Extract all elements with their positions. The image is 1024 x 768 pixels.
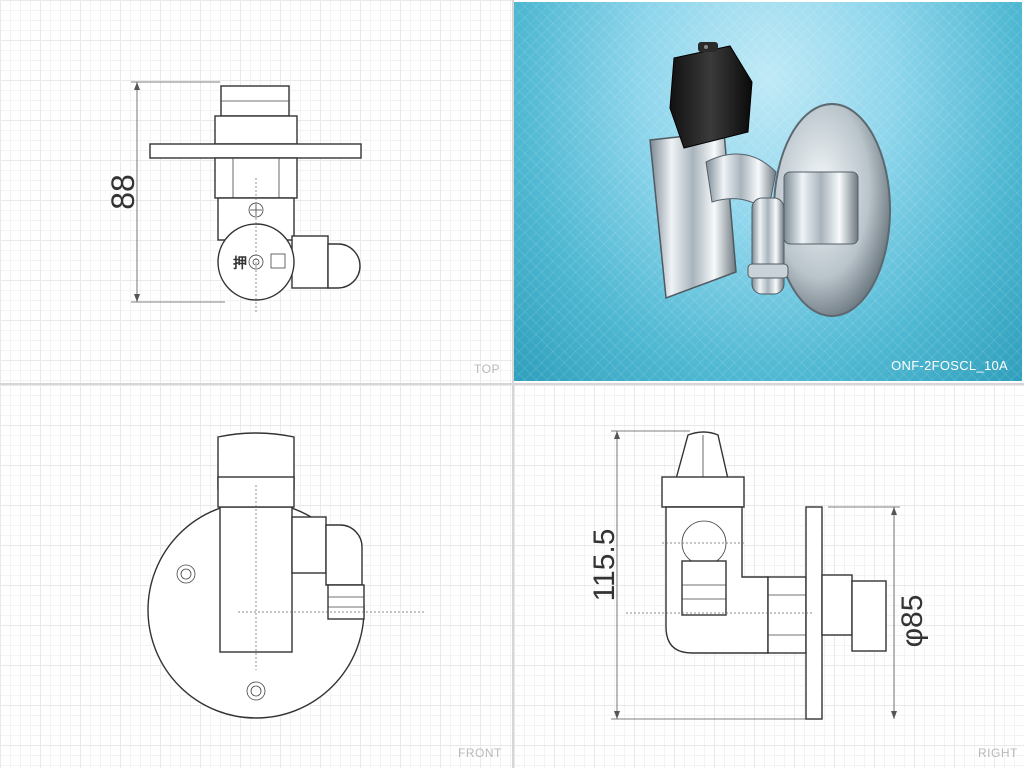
front-view-drawing [147,432,426,719]
top-view-drawing: 押 88 [105,81,362,312]
outlet-pipe [751,197,785,295]
right-view-panel: 115.5 φ85 RIGHT [514,385,1024,768]
black-handle [669,45,753,149]
dimension-88-label: 88 [105,174,141,210]
right-view-drawing: 115.5 φ85 [588,430,929,720]
view-label-top: TOP [474,362,500,376]
push-mark: 押 [233,255,247,271]
dimension-115-5-label: 115.5 [588,529,621,602]
top-view-panel: 押 88 TOP [0,0,512,383]
horizontal-divider [0,383,1024,385]
front-view-panel: FRONT [0,385,512,768]
dimension-phi85-label: φ85 [896,595,929,648]
product-photo-illustration [649,42,891,317]
model-number: ONF-2FOSCL_10A [891,358,1008,373]
view-label-right: RIGHT [978,746,1018,760]
view-label-front: FRONT [458,746,502,760]
product-photo-panel: ONF-2FOSCL_10A [514,2,1022,381]
